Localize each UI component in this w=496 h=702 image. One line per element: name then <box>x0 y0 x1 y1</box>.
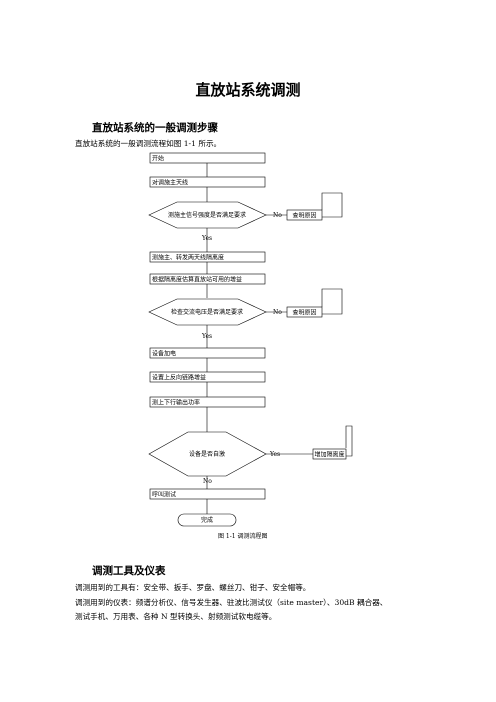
flow-power-on-text: 设备加电 <box>152 350 176 358</box>
intro-text: 直放站系统的一般调测流程如图 1-1 所示。 <box>75 139 222 148</box>
flow-call-test-box <box>149 488 266 500</box>
flow-increase-isolation-box <box>312 448 347 460</box>
flow-self-oscillation-decision <box>148 431 267 477</box>
flow-calc-gain-text: 根据隔离度估算直放站可用的增益 <box>152 276 242 284</box>
flow-self-oscillation-text: 设备是否自激 <box>189 450 225 458</box>
flow-set-gain-box <box>149 371 266 383</box>
flow-align-antenna-text: 对调施主天线 <box>152 179 188 187</box>
connector-lines <box>206 163 353 514</box>
flow-measure-isolation-text: 测施主、转发两天线隔离度 <box>152 254 224 262</box>
flow-check-signal-text: 测施主信号强度是否满足要求 <box>168 211 246 219</box>
flow-no-label-3: No <box>203 478 212 485</box>
flow-find-cause-box-2 <box>286 306 323 318</box>
flow-calc-gain-box <box>149 273 266 285</box>
flow-start-text: 开始 <box>152 155 164 163</box>
flow-find-cause-text-1: 查明原因 <box>292 212 316 220</box>
flow-check-signal-decision <box>148 201 267 229</box>
figure-caption: 图 1-1 调测流程图 <box>218 532 267 540</box>
flow-measure-isolation-box <box>149 251 266 263</box>
flow-finish-box <box>177 513 237 527</box>
flow-yes-label-1: Yes <box>201 235 212 242</box>
flow-check-ac-text: 检查交流电压是否满足要求 <box>171 308 243 316</box>
tools-line-1: 调测用到的工具有：安全带、扳手、罗盘、螺丝刀、钳子、安全帽等。 <box>75 583 311 592</box>
flow-increase-isolation-text: 增加隔离度 <box>314 451 344 459</box>
tools-line-2: 调测用到的仪表：频谱分析仪、信号发生器、驻波比测试仪（site master）、… <box>75 598 388 607</box>
flow-check-ac-decision <box>148 298 267 326</box>
flow-measure-power-box <box>149 396 266 408</box>
flow-yes-label-2: Yes <box>201 333 212 340</box>
flow-align-antenna-box <box>149 176 266 188</box>
section-heading-steps: 直放站系统的一般调测步骤 <box>92 122 218 134</box>
flow-find-cause-text-2: 查明原因 <box>292 309 316 317</box>
section-heading-tools: 调测工具及仪表 <box>92 565 166 577</box>
flow-power-on-box <box>149 347 266 359</box>
document-title: 直放站系统调测 <box>195 81 301 99</box>
flow-call-test-text: 呼叫测试 <box>152 491 176 499</box>
flow-find-cause-box-1 <box>286 209 323 221</box>
flow-set-gain-text: 设置上反向链路增益 <box>152 374 206 382</box>
flow-measure-power-text: 测上下行输出功率 <box>152 399 200 407</box>
flow-start-box <box>149 152 266 164</box>
tools-line-3: 测试手机、万用表、各种 N 型转换头、射频测试软电缆等。 <box>75 612 277 621</box>
flow-finish-text: 完成 <box>201 516 213 524</box>
flow-yes-label-3: Yes <box>269 451 280 458</box>
flow-no-label-2: No <box>273 309 282 316</box>
flow-no-label-1: No <box>273 212 282 219</box>
